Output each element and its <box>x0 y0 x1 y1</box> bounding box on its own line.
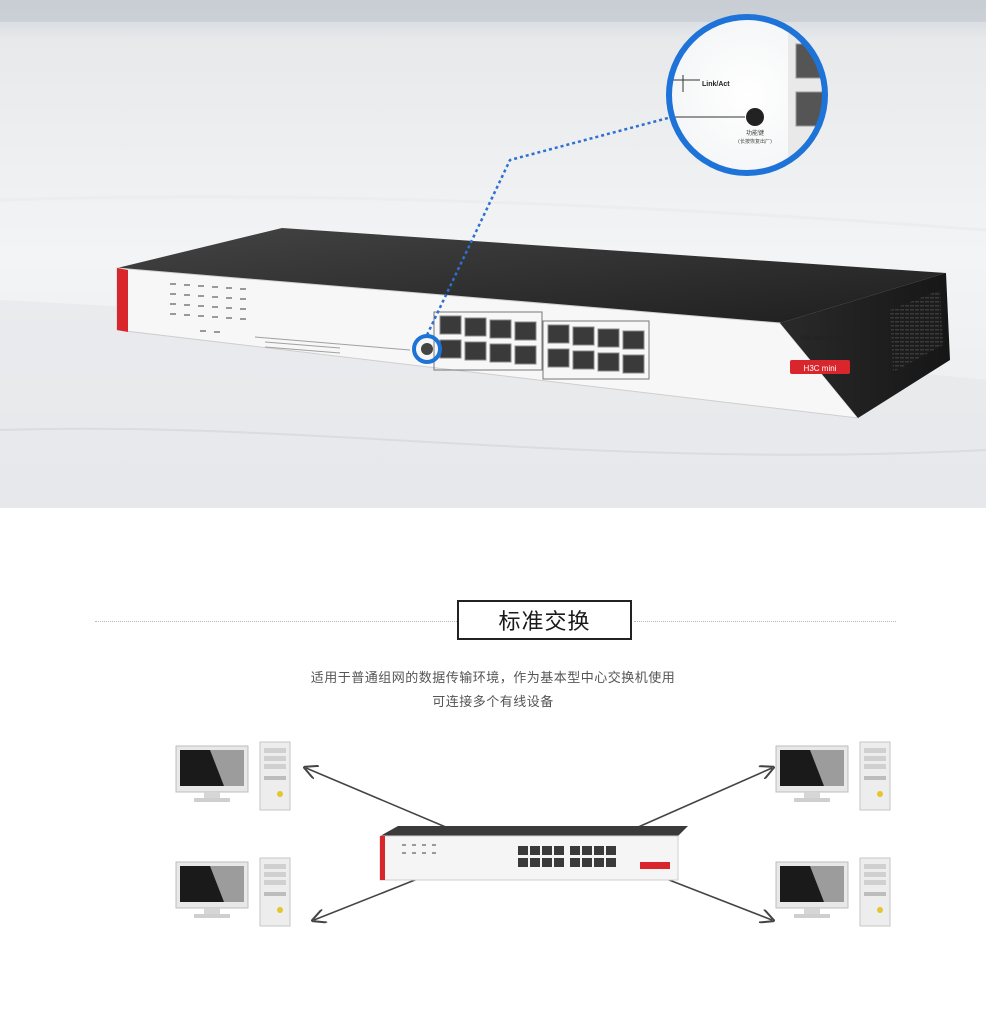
link-arrow-top-left <box>306 768 449 829</box>
brand-badge-text: H3C mini <box>804 364 837 373</box>
central-switch <box>379 825 689 881</box>
feature-section: 标准交换 适用于普通组网的数据传输环境，作为基本型中心交换机使用 可连接多个有线… <box>0 508 986 1024</box>
function-button <box>421 343 433 355</box>
computer-bottom-left <box>175 857 291 927</box>
hero-scene: H3C mini H3C Mini S16G-HP-U Link/Act 功能键… <box>0 0 986 508</box>
model-label: H3C Mini S16G-HP-U <box>800 336 859 342</box>
section-description-line2: 可连接多个有线设备 <box>432 694 554 709</box>
callout-leader <box>425 116 669 336</box>
highlight-ring <box>412 334 442 364</box>
switch-ports <box>433 311 650 380</box>
switch-red-stripe <box>117 268 128 332</box>
function-key-label: 功能键 <box>746 129 764 137</box>
switch-top <box>117 228 946 323</box>
section-title: 标准交换 <box>457 600 632 640</box>
product-hero: H3C mini H3C Mini S16G-HP-U Link/Act 功能键… <box>0 0 986 508</box>
section-title-row: 标准交换 <box>0 600 986 644</box>
title-divider-right <box>634 621 896 622</box>
link-arrow-bottom-right <box>663 877 772 920</box>
computer-bottom-right <box>775 857 891 927</box>
switch-led-grid <box>170 283 246 333</box>
title-divider-left <box>95 621 457 622</box>
computer-top-right <box>775 741 891 811</box>
section-description-line1: 适用于普通组网的数据传输环境，作为基本型中心交换机使用 <box>310 670 676 685</box>
function-key-sublabel: (长按恢复出厂) <box>738 138 772 145</box>
switch-label-lines <box>254 336 411 354</box>
brand-badge <box>790 360 850 374</box>
switch-vent <box>890 290 943 372</box>
link-arrow-top-right <box>635 768 772 829</box>
link-arrow-bottom-left <box>314 877 421 920</box>
computer-top-left <box>175 741 291 811</box>
link-act-label: Link/Act <box>702 81 730 88</box>
topology-diagram <box>175 741 891 927</box>
